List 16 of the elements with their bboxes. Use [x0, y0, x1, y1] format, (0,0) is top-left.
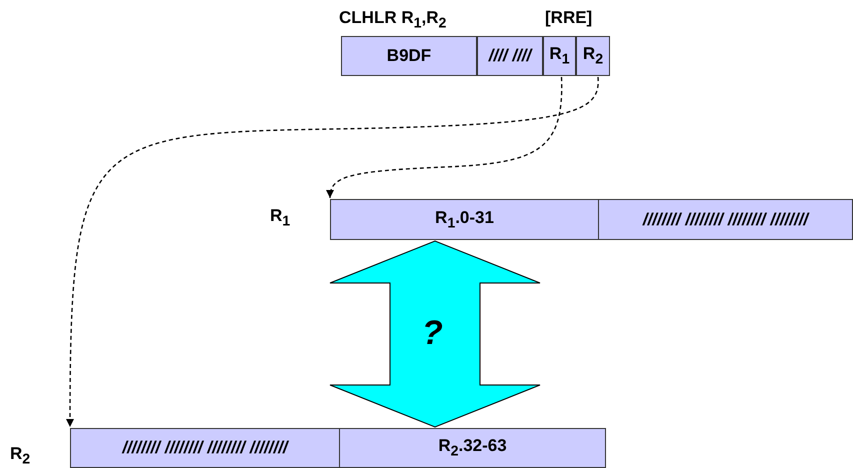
edge-label: ?: [422, 314, 443, 353]
register-label: R$_{1}$: [270, 206, 290, 230]
double-arrow: [330, 240, 540, 428]
dashed-arrow: [326, 77, 562, 198]
unused-register-half: //////// //////// //////// ////////: [70, 428, 340, 468]
register-half: R$_{1}$.0-31: [330, 199, 599, 240]
unused-field: //// ////: [477, 36, 543, 76]
register-label: R$_{2}$: [10, 444, 30, 468]
register-field: R$_{1}$: [543, 36, 576, 76]
register-half: R$_{2}$.32-63: [339, 428, 606, 468]
unused-register-half: //////// //////// //////// ////////: [598, 199, 853, 240]
instruction-mnemonic: CLHLR R$_{1}$,R$_{2}$: [339, 8, 446, 32]
dashed-arrow: [66, 77, 599, 427]
format-label: [RRE]: [545, 8, 592, 28]
register-field: R$_{2}$: [576, 36, 610, 76]
opcode-field: B9DF: [341, 36, 477, 76]
